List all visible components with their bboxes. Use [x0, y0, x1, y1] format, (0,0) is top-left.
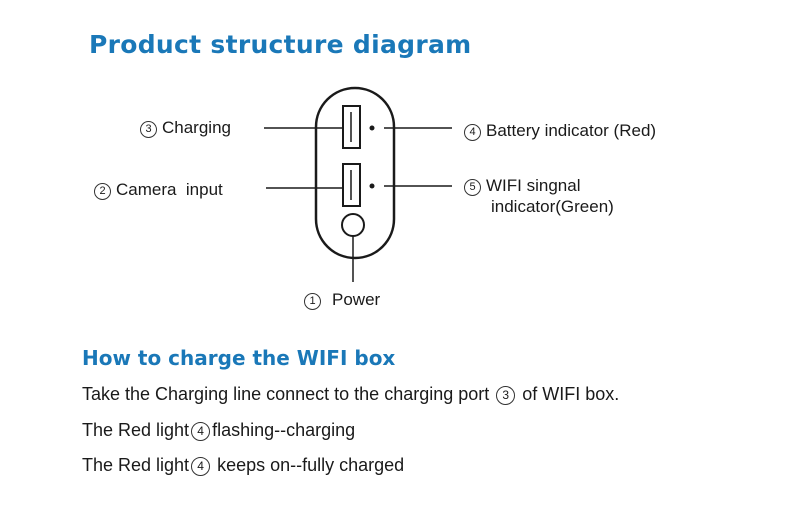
camera-port-icon: [342, 163, 361, 207]
diagram-title: Product structure diagram: [89, 30, 472, 59]
number-1-icon: 1: [304, 293, 321, 310]
instruction-line-1: Take the Charging line connect to the ch…: [82, 384, 620, 405]
section-heading: How to charge the WIFI box: [82, 346, 396, 370]
number-4-icon: 4: [191, 422, 211, 441]
charging-port-icon: [342, 105, 361, 149]
number-3-icon: 3: [496, 386, 516, 405]
device-outline: [314, 86, 396, 260]
wifi-led-dot: [369, 183, 375, 189]
number-4-icon: 4: [191, 457, 211, 476]
number-4-icon: 4: [464, 124, 481, 141]
number-2-icon: 2: [94, 183, 111, 200]
number-5-icon: 5: [464, 179, 481, 196]
power-button-icon: [341, 213, 365, 237]
battery-led-dot: [369, 125, 375, 131]
number-3-icon: 3: [140, 121, 157, 138]
